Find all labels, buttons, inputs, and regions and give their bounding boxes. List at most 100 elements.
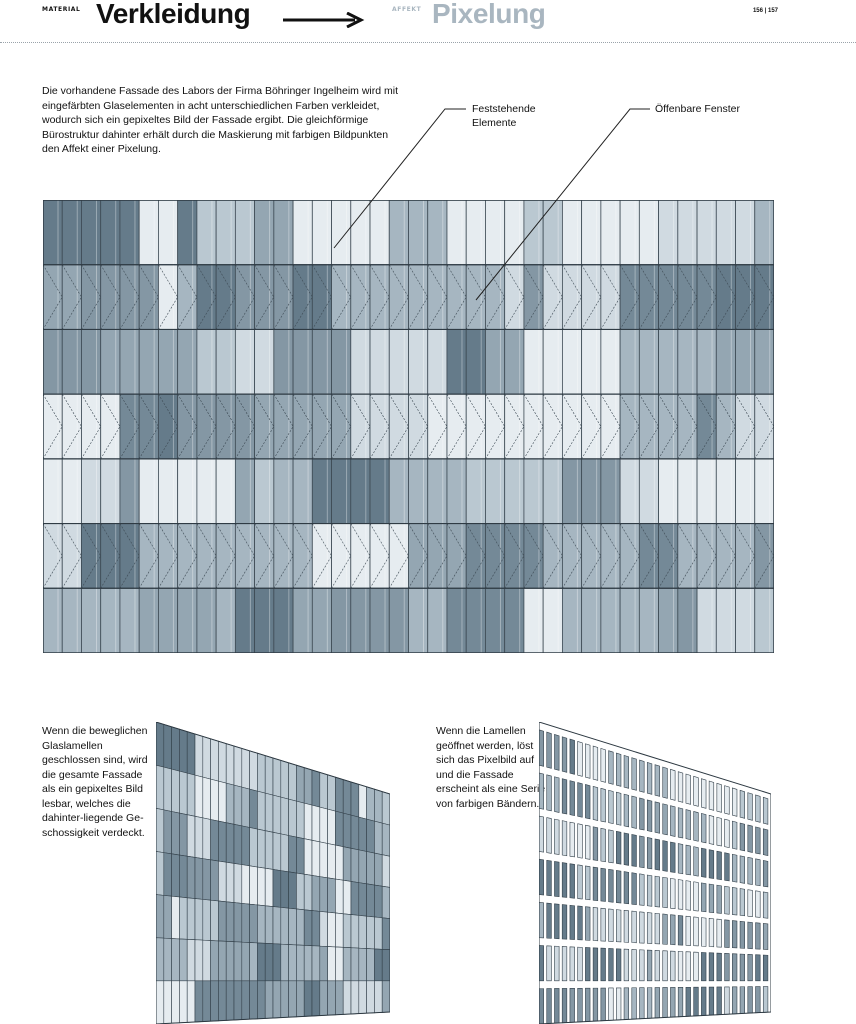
perspective-panel	[693, 986, 699, 1017]
perspective-panel	[358, 849, 367, 885]
facade-panel	[331, 329, 352, 395]
facade-panel	[504, 200, 525, 266]
perspective-panel	[732, 787, 738, 817]
perspective-panel	[311, 769, 321, 808]
perspective-panel	[156, 807, 165, 853]
perspective-panel	[163, 980, 172, 1024]
facade-panel	[638, 587, 659, 653]
perspective-panel	[288, 762, 297, 802]
facade-panel	[696, 264, 717, 330]
facade-panel	[619, 587, 640, 653]
perspective-panel	[264, 755, 274, 796]
facade-panel	[561, 523, 583, 589]
facade-panel	[542, 523, 563, 589]
perspective-panel	[639, 949, 645, 982]
perspective-panel	[249, 903, 258, 944]
perspective-panel	[631, 987, 637, 1020]
perspective-panel	[747, 824, 753, 853]
perspective-panel	[631, 757, 637, 791]
perspective-panel	[366, 786, 375, 822]
facade-panel	[715, 264, 736, 330]
perspective-panel	[739, 888, 746, 917]
perspective-panel	[654, 838, 660, 871]
perspective-panel	[639, 797, 645, 831]
facade-panel	[369, 458, 390, 524]
perspective-panel	[264, 980, 274, 1019]
intro-paragraph: Die vorhandene Fassade des Labors der Fi…	[42, 85, 399, 155]
facade-panel	[138, 264, 159, 330]
perspective-panel	[670, 805, 676, 837]
perspective-panel	[264, 792, 274, 833]
perspective-panel	[608, 908, 614, 942]
facade-panel	[523, 587, 544, 653]
perspective-panel	[662, 950, 668, 982]
perspective-panel	[156, 894, 165, 939]
perspective-panel	[366, 883, 375, 918]
perspective-panel	[762, 954, 769, 982]
facade-panel	[119, 264, 140, 330]
facade-panel	[523, 200, 544, 266]
facade-panel	[81, 200, 102, 266]
perspective-panel	[662, 840, 668, 872]
facade-panel	[234, 393, 256, 460]
perspective-panel	[194, 774, 204, 819]
perspective-panel	[623, 948, 630, 982]
facade-panel	[658, 587, 679, 653]
perspective-panel	[296, 980, 305, 1018]
facade-panel	[638, 523, 659, 589]
perspective-panel	[762, 986, 769, 1013]
facade-panel	[215, 393, 236, 460]
perspective-panel	[600, 787, 606, 823]
facade-panel	[43, 200, 63, 266]
perspective-open-facade	[539, 722, 771, 1024]
perspective-panel	[677, 951, 684, 982]
perspective-panel	[303, 909, 313, 947]
perspective-panel	[608, 750, 614, 785]
perspective-panel	[539, 858, 544, 896]
perspective-panel	[202, 858, 211, 901]
perspective-panel	[670, 768, 676, 801]
facade-panel	[446, 587, 467, 653]
facade-panel	[581, 264, 602, 330]
perspective-closed-facade	[156, 722, 390, 1024]
perspective-panel	[288, 798, 297, 838]
facade-panel	[331, 393, 352, 460]
facade-panel	[638, 393, 659, 460]
facade-panel	[119, 587, 140, 653]
perspective-panel	[296, 800, 305, 840]
perspective-panel	[677, 915, 684, 946]
facade-panel	[215, 587, 236, 653]
facade-panel	[254, 393, 275, 460]
facade-panel	[234, 264, 256, 330]
facade-panel	[273, 458, 294, 524]
perspective-panel	[616, 987, 622, 1021]
perspective-panel	[739, 986, 746, 1014]
facade-panel	[369, 200, 390, 266]
perspective-panel	[342, 846, 352, 882]
perspective-panel	[654, 987, 660, 1019]
perspective-panel	[280, 943, 289, 982]
perspective-panel	[280, 796, 289, 836]
perspective-panel	[374, 948, 383, 982]
facade-panel	[388, 329, 409, 395]
facade-panel	[735, 200, 756, 266]
perspective-panel	[685, 773, 691, 805]
perspective-panel	[539, 772, 544, 810]
facade-panel	[600, 523, 621, 589]
perspective-panel	[554, 988, 560, 1024]
facade-panel	[561, 393, 583, 460]
material-label: MATERIAL	[42, 6, 81, 13]
perspective-panel	[546, 774, 552, 812]
perspective-panel	[554, 945, 560, 982]
perspective-panel	[616, 909, 622, 943]
facade-panel	[427, 200, 448, 266]
facade-panel	[735, 523, 756, 589]
perspective-panel	[374, 916, 383, 950]
facade-panel	[600, 587, 621, 653]
facade-panel	[119, 393, 140, 460]
perspective-panel	[623, 910, 630, 943]
facade-panel	[677, 329, 698, 395]
perspective-panel	[592, 907, 599, 942]
perspective-panel	[358, 816, 367, 852]
material-title: Verkleidung	[96, 0, 251, 29]
